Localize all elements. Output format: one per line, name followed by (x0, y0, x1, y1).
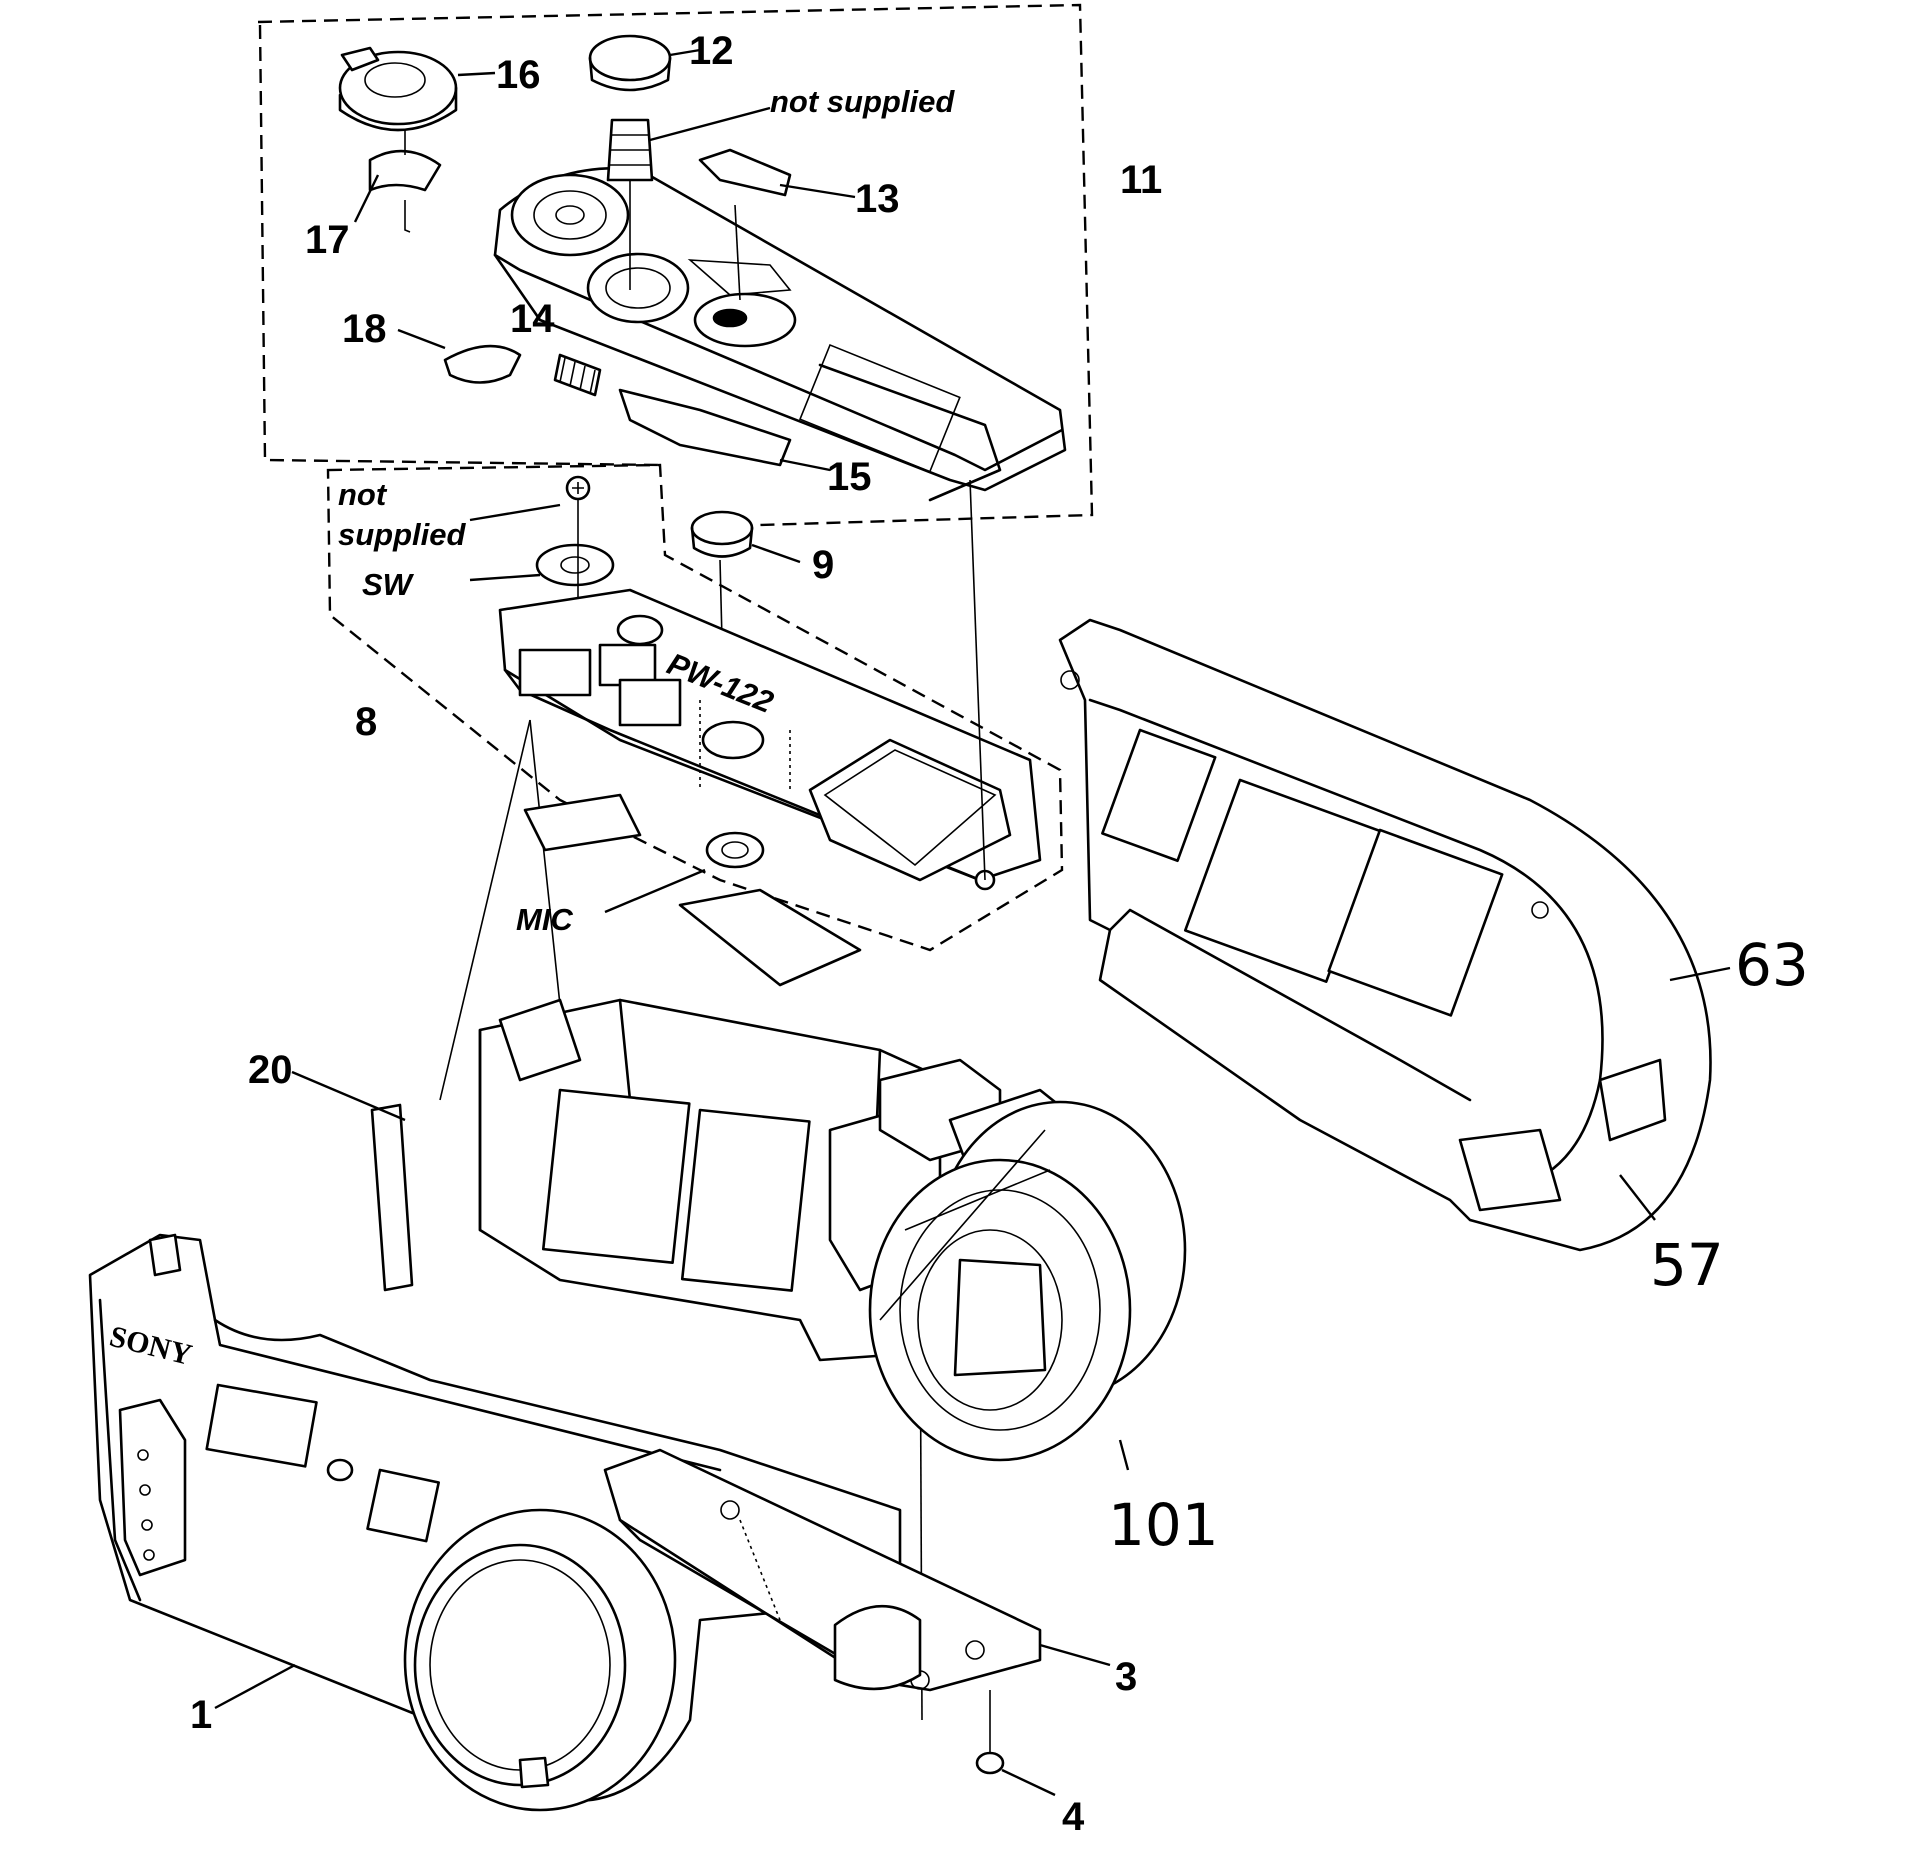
not-supplied-label-left-line1: not (338, 477, 388, 512)
callout-9: 9 (812, 543, 834, 587)
callout-3: 3 (1115, 1655, 1137, 1699)
callout-11: 11 (1120, 158, 1162, 202)
callout-15: 15 (827, 455, 872, 499)
circuit-board-pw-122 (498, 588, 1042, 891)
coil-spring-part-14 (553, 353, 602, 397)
shutter-button-part-12 (588, 34, 701, 92)
click-plate-part-18 (397, 328, 522, 384)
callout-1: 1 (190, 1693, 212, 1737)
not-supplied-label-top: not supplied (770, 84, 955, 119)
assembly-11-boundary (257, 3, 1094, 527)
callout-16: 16 (496, 53, 541, 97)
sw-switch-assembly (469, 475, 615, 615)
chassis-and-lens-block-101 (478, 998, 1187, 1471)
spring-part-17 (353, 130, 442, 233)
front-cabinet-part-1 (88, 1233, 902, 1812)
button-spring (606, 106, 771, 290)
callout-12: 12 (689, 29, 734, 73)
insulator-pad (523, 793, 642, 852)
assembly-8-boundary (326, 463, 1064, 952)
sw-label: SW (362, 567, 415, 602)
slider-part-15 (618, 388, 831, 472)
callout-57: 57 (1650, 1231, 1724, 1299)
slide-tab-part-13 (698, 148, 856, 301)
callout-17: 17 (305, 218, 350, 262)
top-cover-plate (493, 167, 1067, 502)
callout-4: 4 (1062, 1795, 1085, 1839)
microphone-mic (604, 831, 862, 987)
callout-13: 13 (855, 177, 900, 221)
callout-labels: 12 16 17 13 11 18 14 15 9 8 20 1 3 4 63 … (190, 29, 1809, 1839)
mic-label: MIC (516, 902, 573, 937)
screw-cap-part-4 (975, 1690, 1056, 1797)
mode-dial-part-16 (338, 46, 496, 132)
callout-63: 63 (1735, 931, 1809, 999)
callout-18: 18 (342, 307, 387, 351)
cushion-strip-part-20 (291, 1070, 414, 1292)
not-supplied-label-left-line2: supplied (338, 517, 467, 552)
callout-20: 20 (248, 1048, 293, 1092)
callout-101: 101 (1108, 1491, 1219, 1559)
callout-8: 8 (355, 700, 377, 744)
rear-cabinet-part-63 (1058, 618, 1731, 1252)
callout-14: 14 (510, 297, 555, 341)
bottom-plate-part-3 (603, 1448, 1111, 1692)
